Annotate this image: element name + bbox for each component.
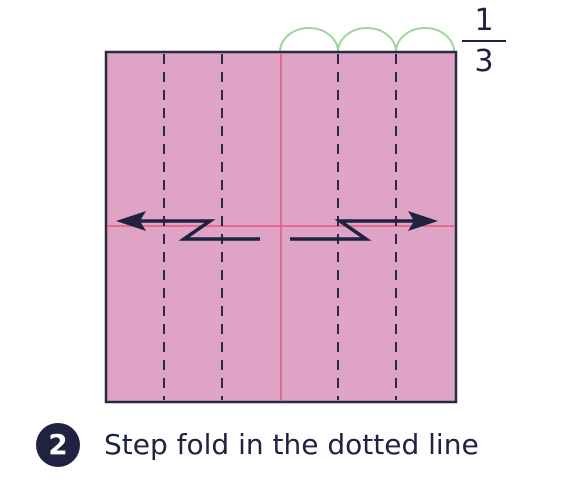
step-instruction: Step fold in the dotted line <box>104 428 479 461</box>
fraction-numerator: 1 <box>474 3 494 38</box>
fraction-denominator: 3 <box>474 44 494 79</box>
left-arrowhead <box>116 211 146 231</box>
left-step-fold-arrow <box>134 219 260 241</box>
measure-arc-2 <box>337 27 397 53</box>
right-arrowhead <box>408 211 438 231</box>
fraction-bar <box>462 40 506 42</box>
measure-arc-1 <box>279 27 339 53</box>
measure-arc-3 <box>395 27 455 53</box>
step-number-badge: 2 <box>36 423 80 467</box>
one-third-label: 1 3 <box>462 4 506 79</box>
right-step-fold-arrow <box>290 219 416 241</box>
